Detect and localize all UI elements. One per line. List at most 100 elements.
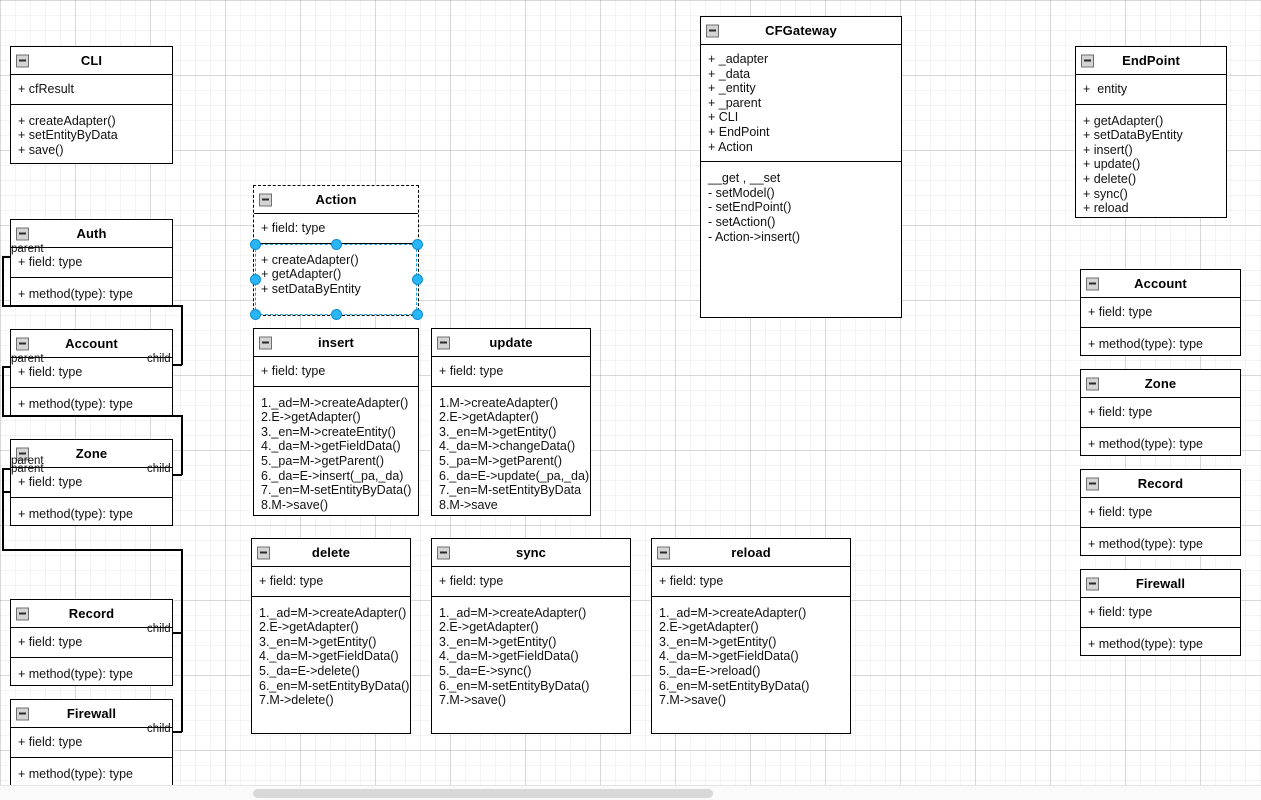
- method-line: 7.M->delete(): [259, 693, 334, 708]
- method-line: + setDataByEntity: [1083, 128, 1183, 143]
- class-box-zone-left[interactable]: Zone+ field: type+ method(type): type: [10, 439, 173, 526]
- class-box-record-left[interactable]: Record+ field: type+ method(type): type: [10, 599, 173, 686]
- collapse-minus-icon[interactable]: [16, 707, 29, 720]
- method-line: 6._en=M-setEntityByData(): [659, 678, 810, 693]
- class-box-action[interactable]: Action+ field: type+ createAdapter()+ ge…: [253, 185, 419, 316]
- class-box-zone-right[interactable]: Zone+ field: type+ method(type): type: [1080, 369, 1241, 456]
- method-line: - Action->insert(): [708, 229, 801, 244]
- collapse-minus-icon[interactable]: [259, 193, 272, 206]
- method-line: + method(type): type: [18, 766, 133, 781]
- resize-handle[interactable]: [331, 309, 342, 320]
- method-line: + method(type): type: [18, 666, 133, 681]
- class-box-account-left[interactable]: Account+ field: type+ method(type): type: [10, 329, 173, 416]
- class-attributes-update: + field: type: [432, 357, 590, 387]
- collapse-minus-icon[interactable]: [1086, 477, 1099, 490]
- collapse-minus-icon[interactable]: [16, 447, 29, 460]
- collapse-minus-icon[interactable]: [706, 24, 719, 37]
- class-methods-action: + createAdapter()+ getAdapter()+ setData…: [254, 244, 418, 304]
- collapse-minus-icon[interactable]: [16, 607, 29, 620]
- method-line: + createAdapter(): [18, 113, 116, 128]
- attribute-line: + _data: [708, 66, 751, 81]
- method-line: + setDataByEntity: [261, 281, 361, 296]
- connector-record-to-firewall: [181, 632, 183, 732]
- collapse-minus-icon[interactable]: [437, 546, 450, 559]
- class-box-account-right[interactable]: Account+ field: type+ method(type): type: [1080, 269, 1241, 356]
- attribute-line: + field: type: [439, 574, 504, 588]
- class-title: Record: [1137, 476, 1184, 491]
- method-line: 5._pa=M->getParent(): [261, 453, 384, 468]
- collapse-minus-icon[interactable]: [257, 546, 270, 559]
- attribute-line: + field: type: [259, 574, 324, 588]
- attribute-line: + cfResult: [18, 82, 74, 96]
- horizontal-scrollbar[interactable]: [0, 785, 1261, 800]
- class-attributes-reload: + field: type: [652, 567, 850, 597]
- class-box-cfgateway[interactable]: CFGateway+ _adapter+ _data+ _entity+ _pa…: [700, 16, 902, 318]
- resize-handle[interactable]: [412, 239, 423, 250]
- resize-handle[interactable]: [331, 239, 342, 250]
- method-line: 4._da=M->getFieldData(): [659, 649, 799, 664]
- class-title: Account: [65, 336, 118, 351]
- connector-account-to-zone: [181, 415, 183, 475]
- collapse-minus-icon[interactable]: [16, 337, 29, 350]
- method-line: + method(type): type: [1088, 336, 1203, 351]
- class-box-firewall-left[interactable]: Firewall + field: type + method(type): typ…: [10, 699, 173, 786]
- class-attributes-firewall-right: + field: type: [1081, 598, 1240, 628]
- method-line: 6._da=E->update(_pa,_da): [439, 468, 590, 483]
- collapse-minus-icon[interactable]: [1086, 577, 1099, 590]
- collapse-minus-icon[interactable]: [259, 336, 272, 349]
- method-line: + reload: [1083, 201, 1129, 216]
- class-attributes-auth-left: + field: type: [11, 248, 172, 278]
- class-methods-record-left: + method(type): type: [11, 658, 172, 689]
- collapse-minus-icon[interactable]: [437, 336, 450, 349]
- collapse-minus-icon[interactable]: [1081, 54, 1094, 67]
- class-methods-firewall-right: + method(type): type: [1081, 628, 1240, 659]
- method-line: 7._en=M-setEntityByData(): [261, 483, 412, 498]
- collapse-minus-icon[interactable]: [1086, 277, 1099, 290]
- collapse-minus-icon[interactable]: [657, 546, 670, 559]
- collapse-minus-icon[interactable]: [16, 227, 29, 240]
- attribute-line: + field: type: [659, 574, 724, 588]
- resize-handle[interactable]: [412, 274, 423, 285]
- method-line: - setAction(): [708, 214, 776, 229]
- class-header-record-left: Record: [11, 600, 172, 628]
- method-line: 6._en=M-setEntityByData(): [439, 678, 590, 693]
- class-box-endpoint[interactable]: EndPoint+ entity+ getAdapter()+ setDataB…: [1075, 46, 1227, 218]
- class-title: insert: [317, 335, 354, 350]
- attribute-line: + field: type: [18, 365, 83, 379]
- class-title: Zone: [1144, 376, 1177, 391]
- resize-handle[interactable]: [250, 309, 261, 320]
- class-header-record-right: Record: [1081, 470, 1240, 498]
- collapse-minus-icon[interactable]: [1086, 377, 1099, 390]
- method-line: 2.E->getAdapter(): [659, 620, 759, 635]
- class-box-record-right[interactable]: Record+ field: type+ method(type): type: [1080, 469, 1241, 556]
- resize-handle[interactable]: [250, 274, 261, 285]
- resize-handle[interactable]: [412, 309, 423, 320]
- class-box-cli[interactable]: CLI+ cfResult+ createAdapter()+ setEntit…: [10, 46, 173, 164]
- edge-label-child: child: [147, 353, 171, 365]
- class-box-auth-left[interactable]: Auth+ field: type+ method(type): type: [10, 219, 173, 306]
- class-methods-delete: 1._ad=M->createAdapter()2.E->getAdapter(…: [252, 597, 410, 715]
- class-box-firewall-right[interactable]: Firewall + field: type+ method(type): typ…: [1080, 569, 1241, 656]
- attribute-line: + field: type: [18, 255, 83, 269]
- class-methods-update: 1.M->createAdapter()2.E->getAdapter()3._…: [432, 387, 590, 520]
- scrollbar-thumb[interactable]: [253, 789, 713, 798]
- class-title: Firewall: [1135, 576, 1186, 591]
- class-title: Firewall: [66, 706, 117, 721]
- class-attributes-firewall-left: + field: type: [11, 728, 172, 758]
- class-header-update: update: [432, 329, 590, 357]
- class-methods-account-right: + method(type): type: [1081, 328, 1240, 359]
- collapse-minus-icon[interactable]: [16, 54, 29, 67]
- resize-handle[interactable]: [250, 239, 261, 250]
- attribute-line: + field: type: [261, 221, 326, 235]
- method-line: 3._en=M->getEntity(): [259, 634, 377, 649]
- method-line: 5._pa=M->getParent(): [439, 453, 562, 468]
- class-header-firewall-right: Firewall: [1081, 570, 1240, 598]
- connector-zone-to-record: [181, 549, 183, 633]
- method-line: 8.M->save(): [261, 497, 329, 512]
